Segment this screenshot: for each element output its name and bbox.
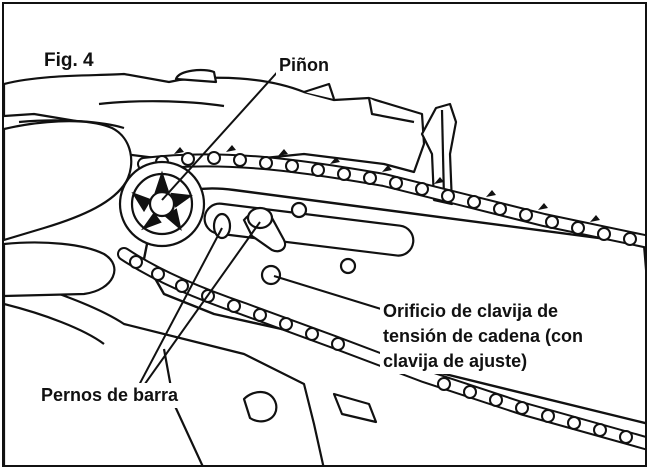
callout-pernos-de-barra: Pernos de barra: [38, 383, 181, 408]
callout-orificio-line1: Orificio de clavija de: [383, 299, 645, 324]
callout-orificio-line2: tensión de cadena (con: [383, 324, 645, 349]
sprocket: [120, 162, 204, 246]
callout-orificio-line3: clavija de ajuste): [383, 349, 645, 374]
figure-frame: Fig. 4 Piñon Pernos de barra Orificio de…: [2, 2, 647, 467]
figure-number: Fig. 4: [44, 48, 94, 73]
left-hand: [4, 121, 131, 296]
callout-pinon: Piñon: [276, 53, 332, 78]
callout-orificio: Orificio de clavija de tensión de cadena…: [380, 299, 647, 374]
